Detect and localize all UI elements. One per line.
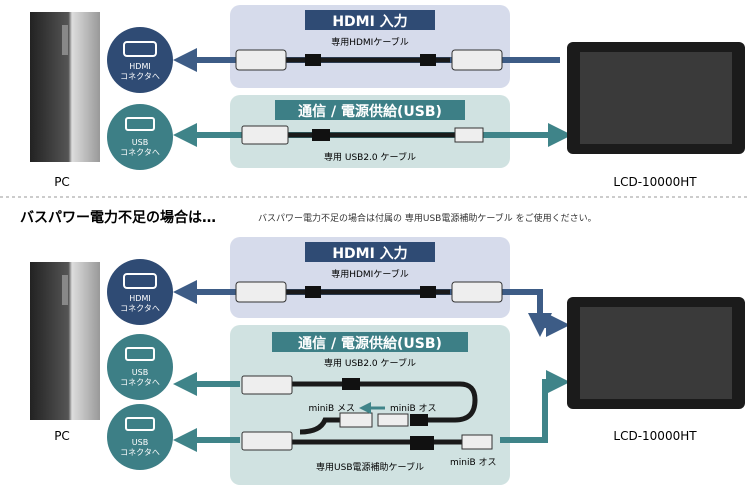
minib-male-label-2: miniB オス xyxy=(450,457,497,468)
minib-male-label-1: miniB オス xyxy=(390,403,437,414)
svg-text:コネクタへ: コネクタへ xyxy=(120,448,160,457)
pc-tower-icon xyxy=(30,12,100,162)
aux-cable-label: 専用USB電源補助ケーブル xyxy=(316,461,424,473)
hdmi-cable xyxy=(235,281,503,303)
hdmi-title-badge xyxy=(305,10,435,30)
svg-text:コネクタへ: コネクタへ xyxy=(120,148,160,157)
hdmi-port-icon xyxy=(123,273,157,289)
usb-panel-title: 通信 / 電源供給(USB) xyxy=(298,103,442,120)
usb-cable-label: 専用 USB2.0 ケーブル xyxy=(324,151,416,163)
pc-tower-icon xyxy=(30,262,100,420)
usb-arrow-to-monitor xyxy=(500,370,570,443)
usb-title-badge xyxy=(275,100,465,120)
svg-text:HDMI: HDMI xyxy=(129,294,150,303)
hdmi-cable-label: 専用HDMIケーブル xyxy=(331,36,409,48)
notice-heading: バスパワー電力不足の場合は… xyxy=(20,209,216,226)
usb-port-icon xyxy=(125,117,155,131)
usb-cable xyxy=(241,125,484,145)
usb-connector-circle-1 xyxy=(107,334,173,400)
svg-text:コネクタへ: コネクタへ xyxy=(120,304,160,313)
monitor-icon xyxy=(567,297,745,409)
monitor-label: LCD-10000HT xyxy=(613,429,697,443)
monitor-label: LCD-10000HT xyxy=(613,175,697,189)
hdmi-connector-circle xyxy=(107,27,173,93)
usb-cable-label: 専用 USB2.0 ケーブル xyxy=(324,357,416,369)
top-section: PC HDMI 入力 専用HDMIケーブル 通信 / 電源供給(USB) 専用 … xyxy=(30,5,745,189)
usb-port-icon xyxy=(125,417,155,431)
svg-text:HDMI: HDMI xyxy=(129,62,150,71)
hdmi-title-badge xyxy=(305,242,435,262)
usb-cables xyxy=(241,375,493,451)
svg-text:USB: USB xyxy=(132,138,148,147)
usb-connector-circle-2 xyxy=(107,404,173,470)
usb-port-icon xyxy=(125,347,155,361)
hdmi-panel xyxy=(230,5,510,88)
usb-connector-circle xyxy=(107,104,173,170)
hdmi-panel-title: HDMI 入力 xyxy=(332,13,407,30)
usb-panel-title: 通信 / 電源供給(USB) xyxy=(298,335,442,352)
monitor-icon xyxy=(567,42,745,154)
hdmi-cable-label: 専用HDMIケーブル xyxy=(331,268,409,280)
hdmi-connector-circle xyxy=(107,259,173,325)
hdmi-panel xyxy=(230,237,510,318)
hdmi-cable xyxy=(235,49,503,71)
usb-title-badge xyxy=(272,332,468,352)
svg-text:USB: USB xyxy=(132,438,148,447)
svg-text:コネクタへ: コネクタへ xyxy=(120,378,160,387)
hdmi-arrow-to-monitor xyxy=(510,289,552,337)
minib-female-label: miniB メス xyxy=(308,404,355,414)
bottom-section: PC HDMI 入力 専用HDMIケーブル 通信 / 電源供給(USB) 専用 … xyxy=(30,237,745,485)
svg-text:USB: USB xyxy=(132,368,148,377)
pc-label: PC xyxy=(54,175,70,189)
hdmi-panel-title: HDMI 入力 xyxy=(332,245,407,262)
pc-label: PC xyxy=(54,429,70,443)
svg-text:コネクタへ: コネクタへ xyxy=(120,72,160,81)
hdmi-port-icon xyxy=(123,41,157,57)
notice-text: バスパワー電力不足の場合は付属の 専用USB電源補助ケーブル をご使用ください。 xyxy=(258,212,597,224)
